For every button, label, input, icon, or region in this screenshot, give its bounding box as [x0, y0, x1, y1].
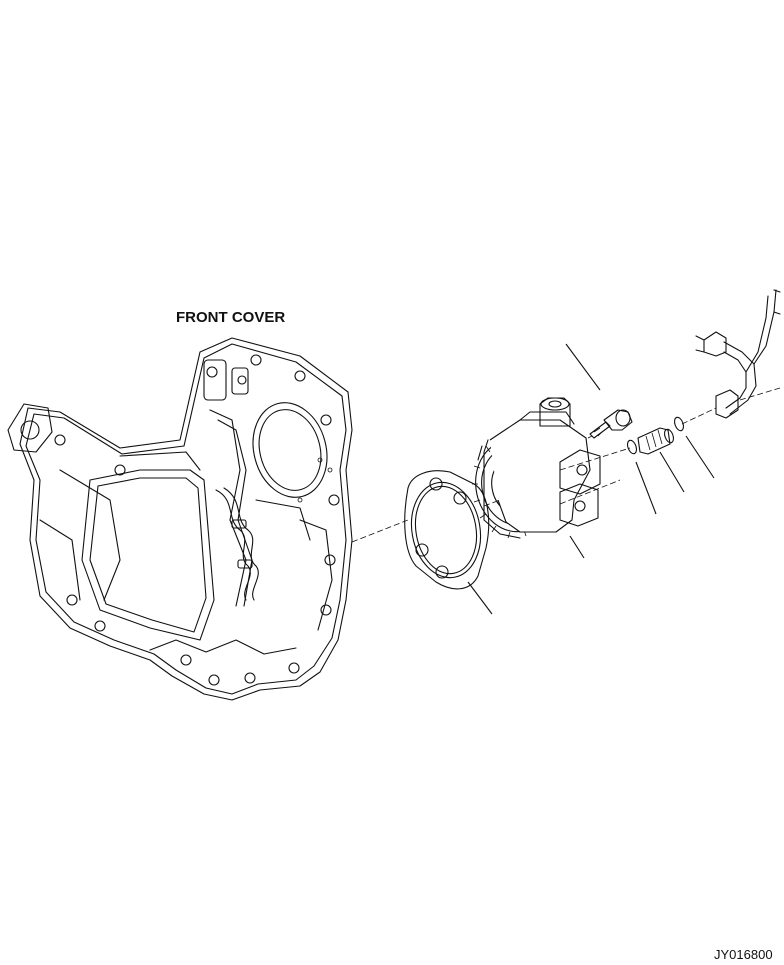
o-ring-inner	[626, 439, 638, 455]
leader-o-ring-inner	[635, 461, 657, 515]
oil-pump	[472, 397, 601, 539]
leader-bolt	[565, 343, 601, 391]
drawing-code: JY016800	[714, 947, 773, 962]
leader-oil-pump	[569, 535, 585, 559]
leader-gasket	[467, 581, 493, 615]
leader-lines	[467, 343, 715, 615]
bolt	[587, 409, 633, 439]
front-cover-title: FRONT COVER	[176, 309, 285, 326]
o-ring-outer	[673, 416, 685, 432]
tube	[695, 289, 781, 419]
assembly-centerlines	[351, 387, 781, 543]
front-cover-housing	[7, 337, 353, 701]
connector	[637, 427, 675, 455]
gasket	[404, 470, 490, 590]
leader-o-ring-outer	[685, 435, 715, 479]
leader-connector	[659, 451, 685, 493]
